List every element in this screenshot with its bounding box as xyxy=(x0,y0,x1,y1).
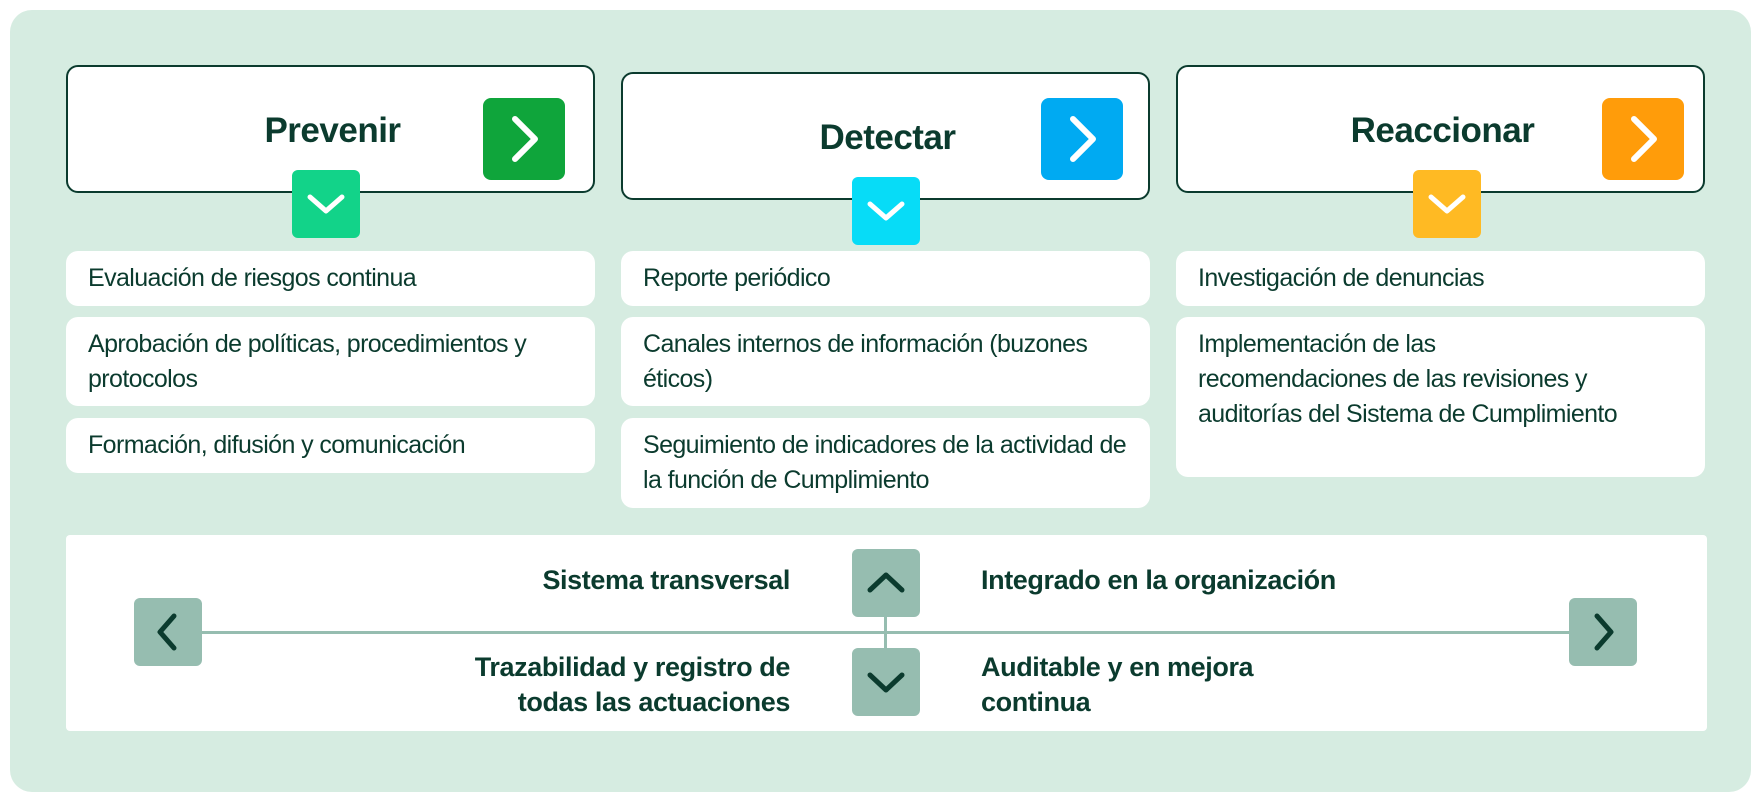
chevron-left-icon xyxy=(157,613,177,651)
detectar-item: Canales internos de información (buzones… xyxy=(621,317,1150,406)
chevron-right-icon xyxy=(1070,116,1096,162)
property-trazabilidad: Trazabilidad y registro de todas las act… xyxy=(474,652,791,717)
phase-title-reaccionar: Reaccionar xyxy=(1350,111,1535,150)
down-button[interactable] xyxy=(852,648,920,716)
prevenir-item: Formación, difusión y comunicación xyxy=(66,418,595,473)
reaccionar-next-button[interactable] xyxy=(1602,98,1684,180)
reaccionar-expand-button[interactable] xyxy=(1413,170,1481,238)
chevron-down-icon xyxy=(307,194,345,214)
connector-line-vertical xyxy=(884,610,887,654)
prevenir-item: Evaluación de riesgos continua xyxy=(66,251,595,306)
previous-button[interactable] xyxy=(134,598,202,666)
property-integrado: Integrado en la organización xyxy=(981,565,1336,595)
detectar-item: Reporte periódico xyxy=(621,251,1150,306)
chevron-right-icon xyxy=(1594,613,1614,651)
detectar-next-button[interactable] xyxy=(1041,98,1123,180)
next-button[interactable] xyxy=(1569,598,1637,666)
chevron-right-icon xyxy=(1631,116,1657,162)
chevron-up-icon xyxy=(867,572,905,593)
up-button[interactable] xyxy=(852,549,920,617)
prevenir-next-button[interactable] xyxy=(483,98,565,180)
chevron-down-icon xyxy=(867,672,905,693)
phase-title-prevenir: Prevenir xyxy=(264,111,401,150)
reaccionar-item: Investigación de denuncias xyxy=(1176,251,1705,306)
property-auditable: Auditable y en mejora continua xyxy=(981,652,1254,717)
property-sistema-transversal: Sistema transversal xyxy=(542,565,790,595)
prevenir-item: Aprobación de políticas, procedimientos … xyxy=(66,317,595,406)
prevenir-expand-button[interactable] xyxy=(292,170,360,238)
chevron-right-icon xyxy=(512,116,538,162)
reaccionar-item: Implementación de las recomendaciones de… xyxy=(1176,317,1705,477)
detectar-expand-button[interactable] xyxy=(852,177,920,245)
chevron-down-icon xyxy=(867,201,905,221)
phase-title-detectar: Detectar xyxy=(819,118,956,157)
chevron-down-icon xyxy=(1428,194,1466,214)
detectar-item: Seguimiento de indicadores de la activid… xyxy=(621,418,1150,508)
